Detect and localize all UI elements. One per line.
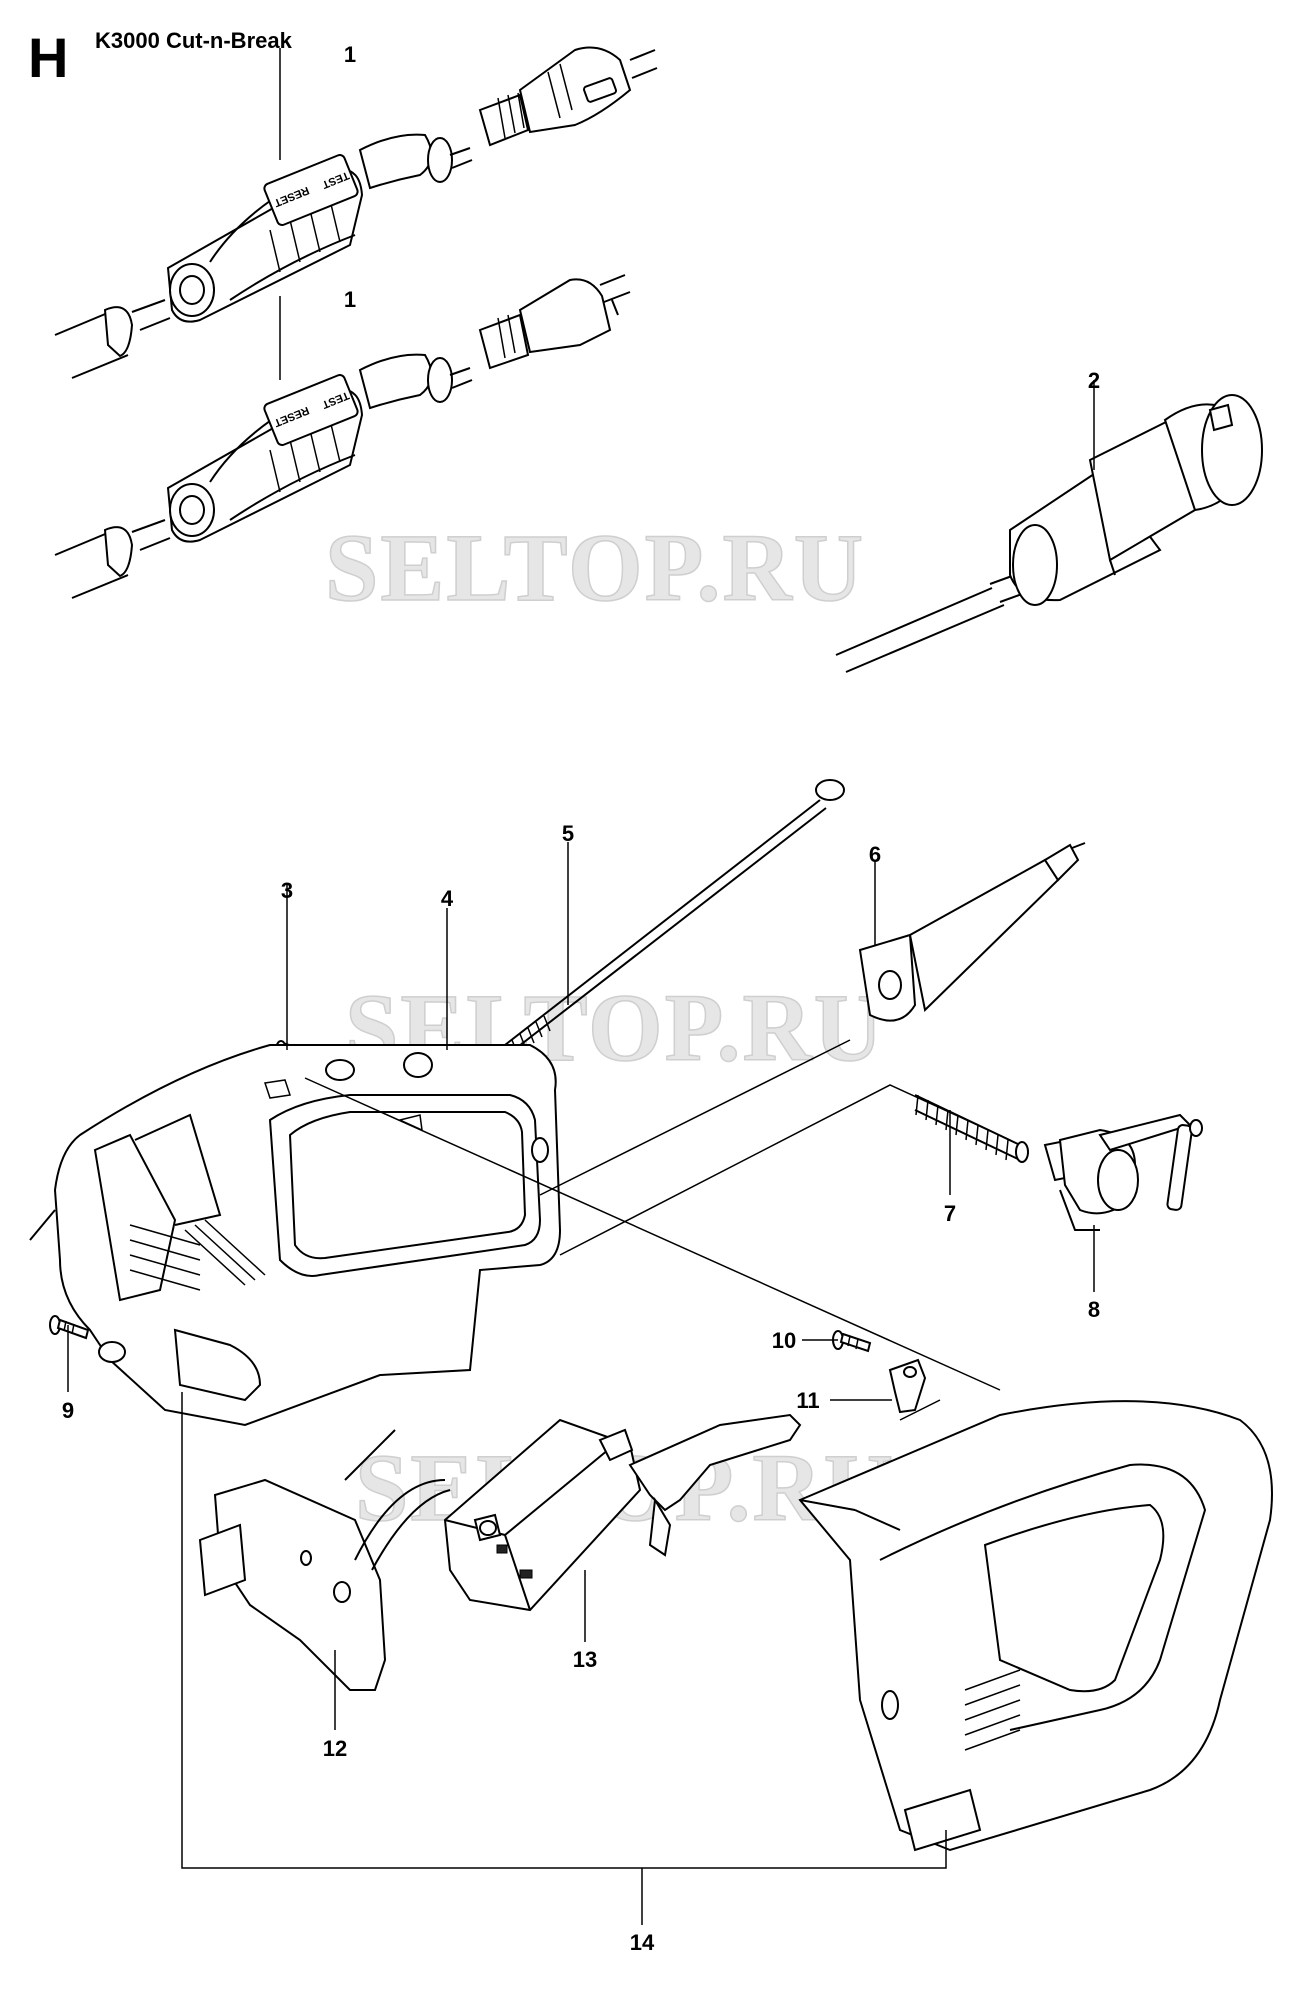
watermark-top: SELTOP.RU xyxy=(325,514,865,621)
callout-5: 5 xyxy=(562,821,574,846)
part-11-clip[interactable] xyxy=(888,1358,927,1414)
callout-7: 7 xyxy=(944,1201,956,1226)
part-6-sleeve[interactable] xyxy=(858,842,1086,1022)
handle-housing-right xyxy=(798,1400,1273,1852)
callout-9: 9 xyxy=(62,1398,74,1423)
leader-lines xyxy=(67,48,1095,1925)
watermarks: SELTOP.RU SELTOP.RU SELTOP.RU xyxy=(324,513,894,1542)
part-13-switch[interactable] xyxy=(443,1413,802,1612)
callout-8: 8 xyxy=(1088,1297,1100,1322)
callout-1b: 1 xyxy=(344,287,356,312)
handle-housing-left xyxy=(29,1044,562,1427)
callouts: 1 1 2 3 4 5 6 7 8 9 10 11 12 13 14 xyxy=(62,42,1100,1955)
section-letter: H xyxy=(28,26,69,89)
callout-13: 13 xyxy=(573,1647,597,1672)
part-1-gfci-cord-us[interactable]: RESET TEST xyxy=(54,274,631,599)
callout-1a: 1 xyxy=(344,42,356,67)
part-12-cover-plate[interactable] xyxy=(198,1429,451,1691)
part-9-screw[interactable] xyxy=(49,1315,90,1340)
page-title: K3000 Cut-n-Break xyxy=(95,28,292,53)
callout-14: 14 xyxy=(630,1930,655,1955)
part-2-industrial-plug[interactable] xyxy=(835,394,1263,673)
part-8-lock-button[interactable] xyxy=(1043,1113,1203,1231)
callout-11: 11 xyxy=(796,1388,819,1413)
callout-6: 6 xyxy=(869,842,881,867)
callout-10: 10 xyxy=(772,1328,796,1353)
callout-12: 12 xyxy=(323,1736,347,1761)
part-10-screw[interactable] xyxy=(832,1330,872,1353)
callout-4: 4 xyxy=(441,886,454,911)
part-1-gfci-cord-euro[interactable]: RESET TEST xyxy=(54,46,658,379)
callout-2: 2 xyxy=(1088,368,1100,393)
part-5-rod[interactable] xyxy=(504,779,845,1056)
callout-3: 3 xyxy=(281,878,293,903)
